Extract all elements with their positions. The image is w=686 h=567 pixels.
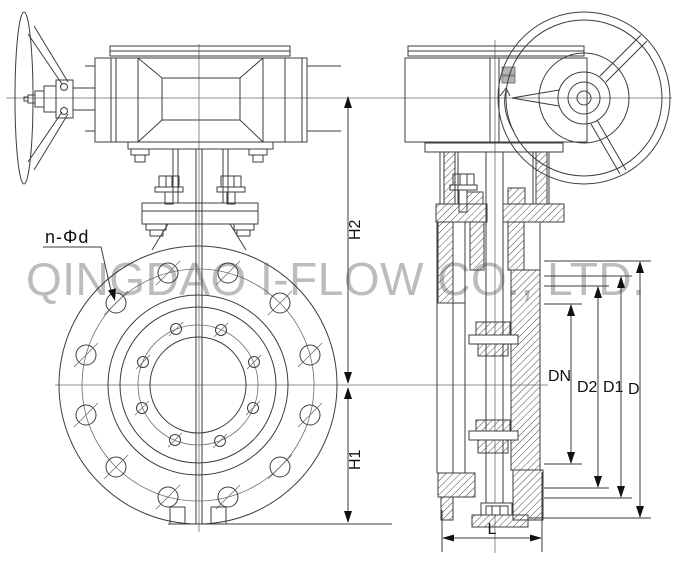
dimensions: H2 H1 DN <box>344 96 651 552</box>
dimension-d1: D1 <box>544 275 632 499</box>
dim-label-d1: D1 <box>603 379 624 396</box>
rotation-arrow <box>499 87 515 133</box>
dimension-d: D <box>529 260 651 519</box>
bolt-hole-note-label: n-Φd <box>45 227 89 247</box>
outer-bolt-holes <box>73 260 323 510</box>
dimension-l: L <box>441 472 543 552</box>
dim-label-l: L <box>488 521 497 538</box>
dim-label-d2: D2 <box>577 379 598 396</box>
dim-label-d: D <box>628 381 640 398</box>
centerlines <box>6 40 672 553</box>
dimension-d2: D2 <box>544 285 609 489</box>
company-watermark: QINGDAO I-FLOW CO., LTD. <box>26 253 646 305</box>
dim-label-h2: H2 <box>347 219 364 240</box>
front-view: n-Φd <box>14 11 392 525</box>
valve-body-section <box>435 203 565 528</box>
gearbox-front <box>85 45 341 163</box>
handwheel-front <box>14 11 96 185</box>
flange-front <box>58 245 392 525</box>
valve-neck-front <box>141 149 259 524</box>
dim-label-dn: DN <box>548 368 571 385</box>
section-view <box>404 11 671 528</box>
handwheel-side <box>497 11 671 185</box>
dim-label-h1: H1 <box>347 449 364 470</box>
dimension-h1: H1 <box>344 387 364 523</box>
bolt-hole-annotation: n-Φd <box>43 227 116 301</box>
dimension-dn: DN <box>544 303 582 465</box>
dimension-h2: H2 <box>344 96 364 384</box>
gearbox-nameplate <box>501 66 516 76</box>
inner-bolt-holes <box>134 321 262 449</box>
